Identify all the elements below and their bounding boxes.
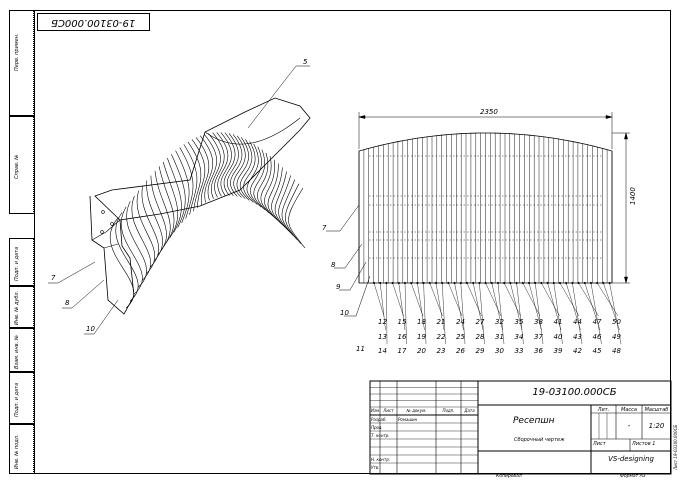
callout-number: 16	[397, 333, 407, 341]
callout-number: 15	[397, 318, 407, 326]
col-header-doc-no: № докум.	[406, 408, 427, 413]
mass-label: Масса	[621, 407, 637, 413]
callout-number: 24	[456, 318, 465, 326]
callout-5: 5	[303, 58, 308, 66]
scale-label: Масштаб	[644, 407, 669, 413]
title-block-grid	[369, 380, 672, 475]
callout-8-iso: 8	[65, 299, 70, 307]
callout-8-front: 8	[331, 261, 336, 269]
strip-cell-sign-date: Подп. и дата	[9, 238, 34, 286]
col-header-sheet: Лист	[383, 408, 394, 413]
callout-7-iso: 7	[51, 274, 56, 282]
callout-number: 12	[378, 318, 387, 326]
callout-number: 27	[475, 318, 485, 326]
strip-cell-ref-no: Справ. №	[9, 116, 34, 214]
callout-number: 45	[592, 347, 602, 355]
organization: VS-designing	[608, 455, 654, 463]
callout-number: 41	[553, 318, 563, 326]
callout-number: 28	[475, 333, 485, 341]
callout-number: 25	[456, 333, 465, 341]
callout-number: 34	[514, 333, 524, 341]
sheets-label: Листов 1	[632, 441, 656, 447]
callout-number: 48	[612, 347, 621, 355]
callout-number: 44	[573, 318, 582, 326]
callout-7-front: 7	[322, 224, 327, 232]
callout-number: 20	[417, 347, 426, 355]
callout-number: 31	[495, 333, 504, 341]
callout-10-front: 10	[340, 309, 349, 317]
callout-10-iso: 10	[86, 325, 95, 333]
developer-name: Ромашин	[398, 417, 418, 422]
callout-number: 14	[378, 347, 387, 355]
col-header-signature: Подп.	[442, 408, 455, 413]
document-number-stamp: 19-03100.000СБ	[37, 13, 150, 31]
callout-number: 42	[573, 347, 582, 355]
role-developer: Разраб.	[371, 417, 387, 422]
desk-slats	[358, 132, 613, 284]
scale-value: 1:20	[648, 422, 665, 430]
callout-number: 23	[436, 347, 446, 355]
format-label: Формат А3	[620, 474, 646, 479]
strip-cell-first-use: Перв. примен.	[9, 10, 34, 116]
callout-number: 18	[417, 318, 426, 326]
callout-number: 26	[456, 347, 465, 355]
slat-leaders	[372, 281, 622, 345]
callout-number: 17	[397, 347, 407, 355]
strip-cell-dup: Инв. № дубл.	[9, 286, 34, 328]
callout-number: 29	[475, 347, 485, 355]
callout-number: 46	[592, 333, 602, 341]
side-note: Лист 19-03100.000СБ	[673, 424, 678, 470]
callout-number: 33	[514, 347, 524, 355]
callout-number: 40	[553, 333, 563, 341]
sheet-label: Лист	[593, 441, 606, 447]
callout-11-front: 11	[356, 345, 365, 353]
copied-label: Копировал	[496, 474, 522, 479]
drawing-frame	[34, 10, 671, 474]
callout-number: 38	[534, 318, 543, 326]
strip-cell-orig-inv: Инв. № подл.	[9, 424, 34, 474]
document-type: Сборочный чертеж	[514, 437, 565, 443]
strip-cell-sign-date-2: Подп. и дата	[9, 372, 34, 424]
title-block: Изм Лист № докум. Подп. Дата Разраб. Ром…	[369, 380, 672, 475]
strip-cell-replace: Взам. инв. №	[9, 328, 34, 372]
callout-number: 37	[534, 333, 543, 341]
callout-number: 30	[495, 347, 504, 355]
role-tech-control: Т. контр.	[371, 433, 390, 438]
callout-number: 39	[553, 347, 563, 355]
desk-ribs	[110, 132, 306, 309]
callout-number: 36	[534, 347, 543, 355]
callout-number: 19	[417, 333, 426, 341]
callout-number: 32	[495, 318, 504, 326]
role-approved: Утв.	[371, 465, 380, 470]
callout-number: 43	[573, 333, 582, 341]
binding-strip: Перв. примен. Справ. № Подп. и дата Инв.…	[9, 10, 34, 474]
dimension-height: 1400	[629, 187, 637, 205]
col-header-date: Дата	[464, 408, 475, 413]
callout-number: 50	[612, 318, 621, 326]
callout-number: 21	[436, 318, 446, 326]
callout-9-front: 9	[336, 283, 341, 291]
dimension-width: 2350	[480, 108, 498, 116]
callout-number: 47	[592, 318, 602, 326]
product-name: Ресепшн	[513, 416, 555, 426]
col-header-change: Изм	[370, 408, 380, 413]
role-norm-control: Н. контр.	[371, 457, 391, 462]
lit-label: Лит.	[597, 407, 610, 413]
document-number: 19-03100.000СБ	[532, 387, 617, 398]
callout-number: 35	[514, 318, 524, 326]
callout-number: 22	[436, 333, 446, 341]
callout-number: 49	[612, 333, 621, 341]
mass-value: -	[627, 422, 631, 430]
callout-number: 13	[378, 333, 387, 341]
role-checker: Пров.	[371, 425, 383, 430]
reception-desk-3d-drawing	[89, 97, 311, 315]
